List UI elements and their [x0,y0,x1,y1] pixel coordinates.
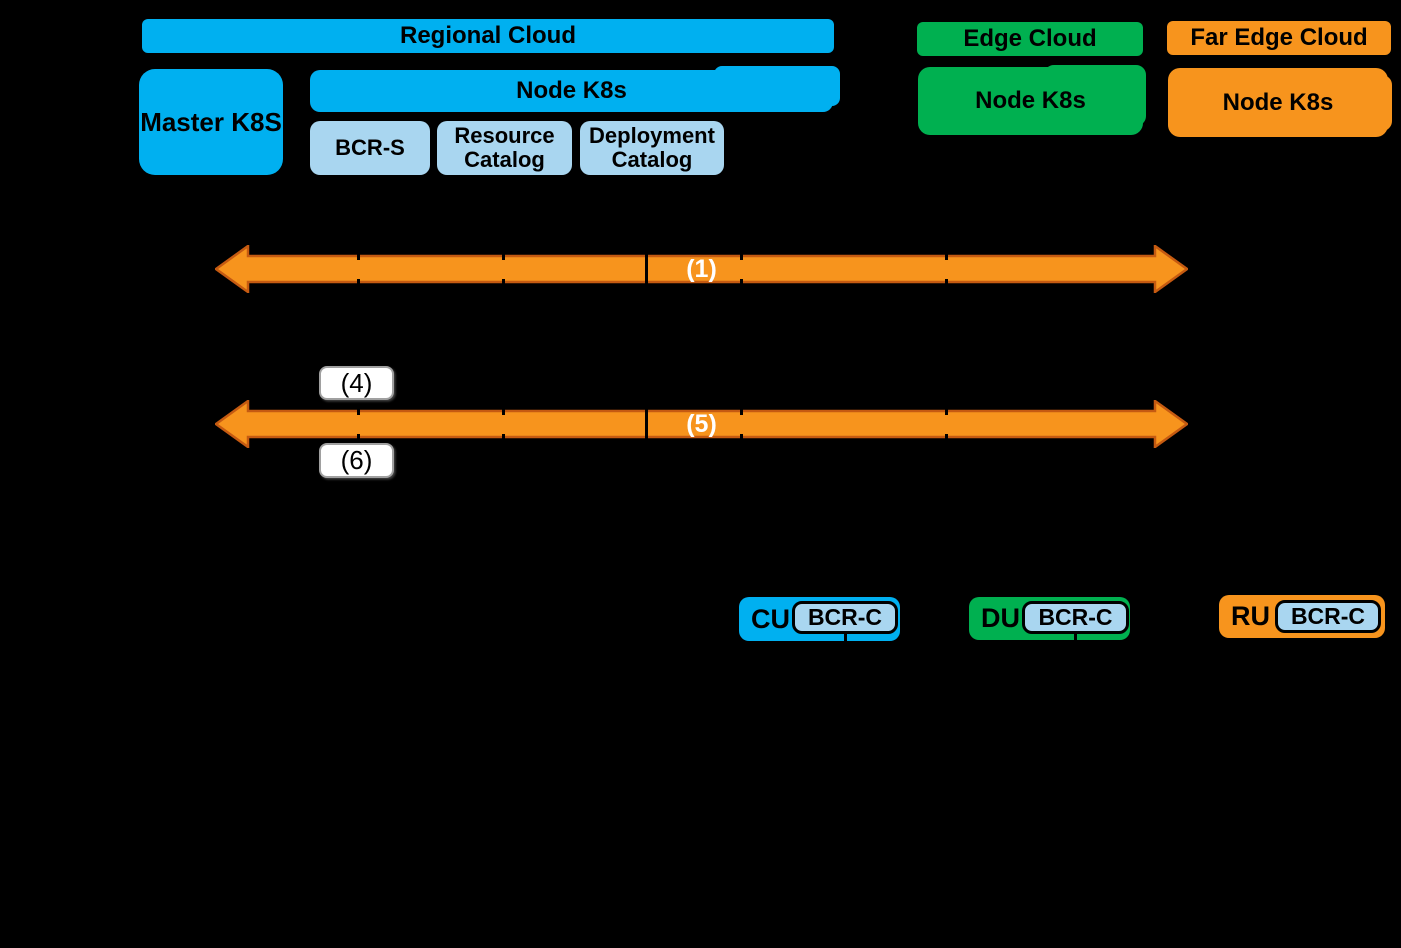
connector-notch [945,279,948,287]
connector-notch [945,407,948,415]
bcr-s-box: BCR-S [310,121,430,175]
deployment-catalog-box: Deployment Catalog [580,121,724,175]
double-arrow-icon [215,400,1188,448]
connector-cross-line [645,244,648,294]
connector-notch [740,252,743,260]
connector-notch [357,279,360,287]
connector-notch [502,279,505,287]
edge-node-k8s-box: Node K8s [918,67,1143,135]
connector-notch [357,252,360,260]
step-4-badge: (4) [319,366,394,400]
master-k8s-box: Master K8S [139,69,283,175]
far-edge-node-k8s-box: Node K8s [1168,68,1388,137]
ru-bcr-c-box: BCR-C [1275,600,1381,633]
regional-node-k8s-box: Node K8s [310,70,833,112]
connector-notch [502,407,505,415]
double-arrow-icon [215,245,1188,293]
ru-label: RU [1231,601,1270,631]
connector-cross-line [645,399,648,449]
far-edge-cloud-header: Far Edge Cloud [1167,21,1391,55]
cu-box: CU BCR-C [739,597,900,641]
du-connector-line [1074,634,1077,651]
du-box: DU BCR-C [969,597,1130,640]
flow-arrow-5-label: (5) [686,409,717,438]
connector-notch [502,252,505,260]
step-6-badge: (6) [319,443,394,478]
connector-notch [740,434,743,442]
ru-box: RU BCR-C [1219,595,1385,638]
du-bcr-c-box: BCR-C [1022,601,1129,634]
flow-arrow-1-label: (1) [686,254,717,283]
connector-notch [740,407,743,415]
flow-arrow-5: (5) [215,399,1188,449]
connector-notch [945,252,948,260]
connector-notch [502,434,505,442]
connector-notch [357,434,360,442]
regional-cloud-header: Regional Cloud [142,19,834,53]
connector-notch [945,434,948,442]
resource-catalog-box: Resource Catalog [437,121,572,175]
cu-bcr-c-box: BCR-C [792,601,898,634]
connector-notch [740,279,743,287]
connector-notch [357,407,360,415]
cu-label: CU [751,603,790,634]
flow-arrow-1: (1) [215,244,1188,294]
cu-connector-line [844,634,847,650]
du-label: DU [981,603,1020,633]
edge-cloud-header: Edge Cloud [917,22,1143,56]
